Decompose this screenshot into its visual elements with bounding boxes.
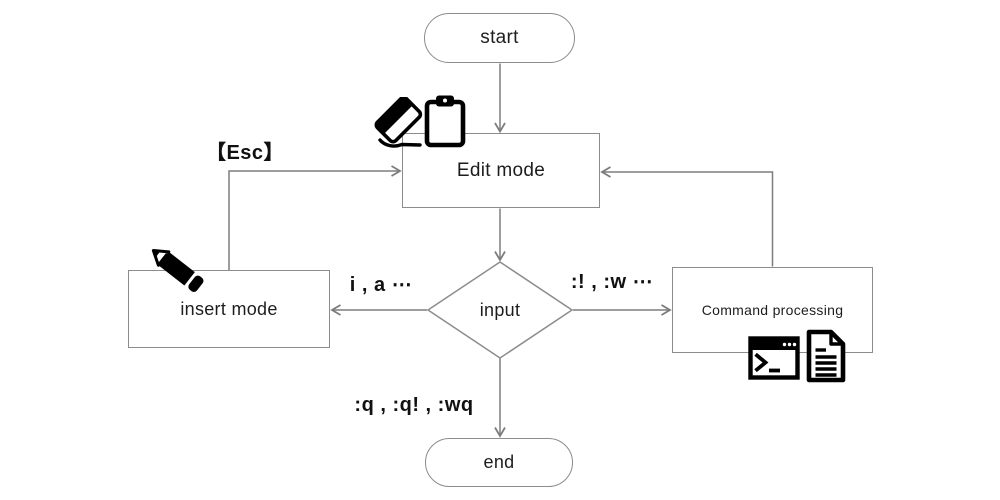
node-command-processing-label: Command processing xyxy=(701,302,844,318)
node-start-label: start xyxy=(480,27,519,48)
node-edit-mode-label: Edit mode xyxy=(456,159,546,181)
node-insert-mode-label: insert mode xyxy=(180,298,278,319)
node-end-label: end xyxy=(483,452,515,472)
node-insert-mode: insert mode xyxy=(128,270,330,348)
edge-label-quit-keys: :q , :q! , :wq xyxy=(354,394,474,416)
edge-command-to-edit xyxy=(600,166,774,267)
node-edit-mode: Edit mode xyxy=(402,133,600,208)
node-input-label: input xyxy=(479,299,521,320)
clipboard-icon xyxy=(424,94,466,148)
terminal-icon xyxy=(748,336,800,380)
edge-label-esc: 【Esc】 xyxy=(205,142,285,164)
edge-label-insert-keys: i , a ⋯ xyxy=(349,274,413,296)
node-end: end xyxy=(425,438,573,487)
edge-insert-to-edit xyxy=(228,165,402,270)
node-start: start xyxy=(424,13,575,63)
pencil-icon xyxy=(138,241,216,297)
document-icon xyxy=(805,329,847,383)
eraser-icon xyxy=(372,95,426,151)
edge-label-command-keys: :! , :w ⋯ xyxy=(570,271,654,293)
